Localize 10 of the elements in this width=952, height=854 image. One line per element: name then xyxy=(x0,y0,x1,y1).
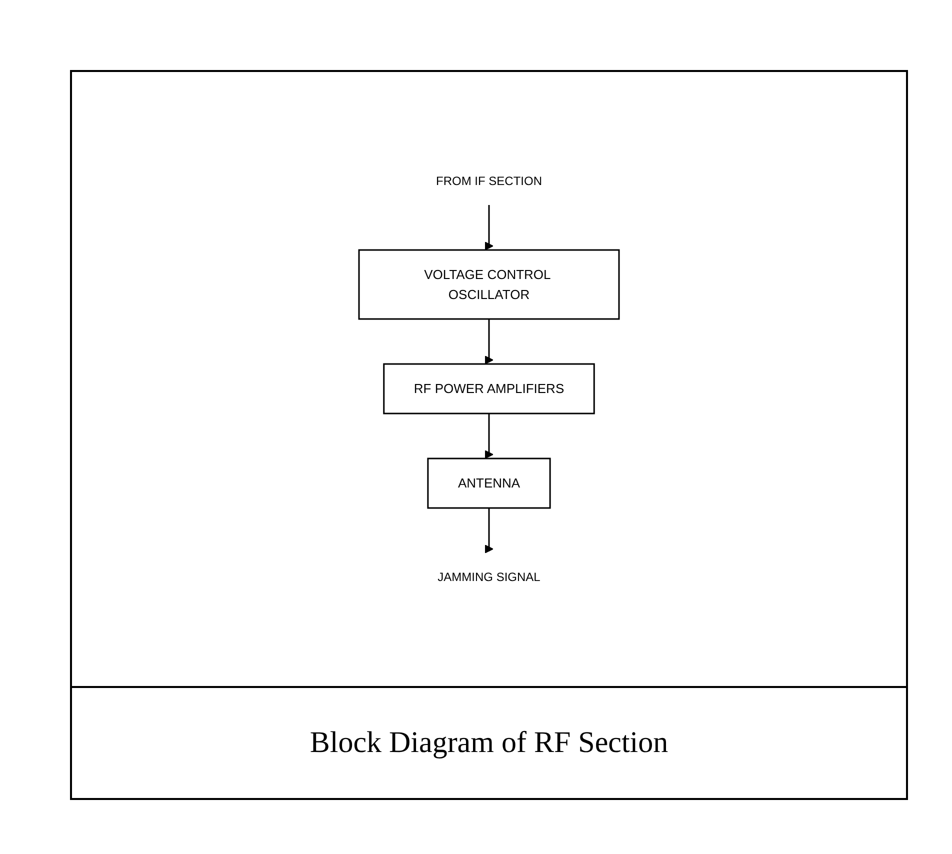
node-box: ANTENNA xyxy=(427,458,551,509)
caption: Block Diagram of RF Section xyxy=(310,726,668,760)
node-box: VOLTAGE CONTROL OSCILLATOR xyxy=(358,249,620,320)
arrow xyxy=(484,204,494,250)
node-box: RF POWER AMPLIFIERS xyxy=(383,363,595,414)
arrow xyxy=(484,318,494,364)
node-text: FROM IF SECTION xyxy=(436,174,542,188)
node-text: JAMMING SIGNAL xyxy=(438,570,540,584)
arrow xyxy=(484,507,494,554)
arrow xyxy=(484,412,494,459)
